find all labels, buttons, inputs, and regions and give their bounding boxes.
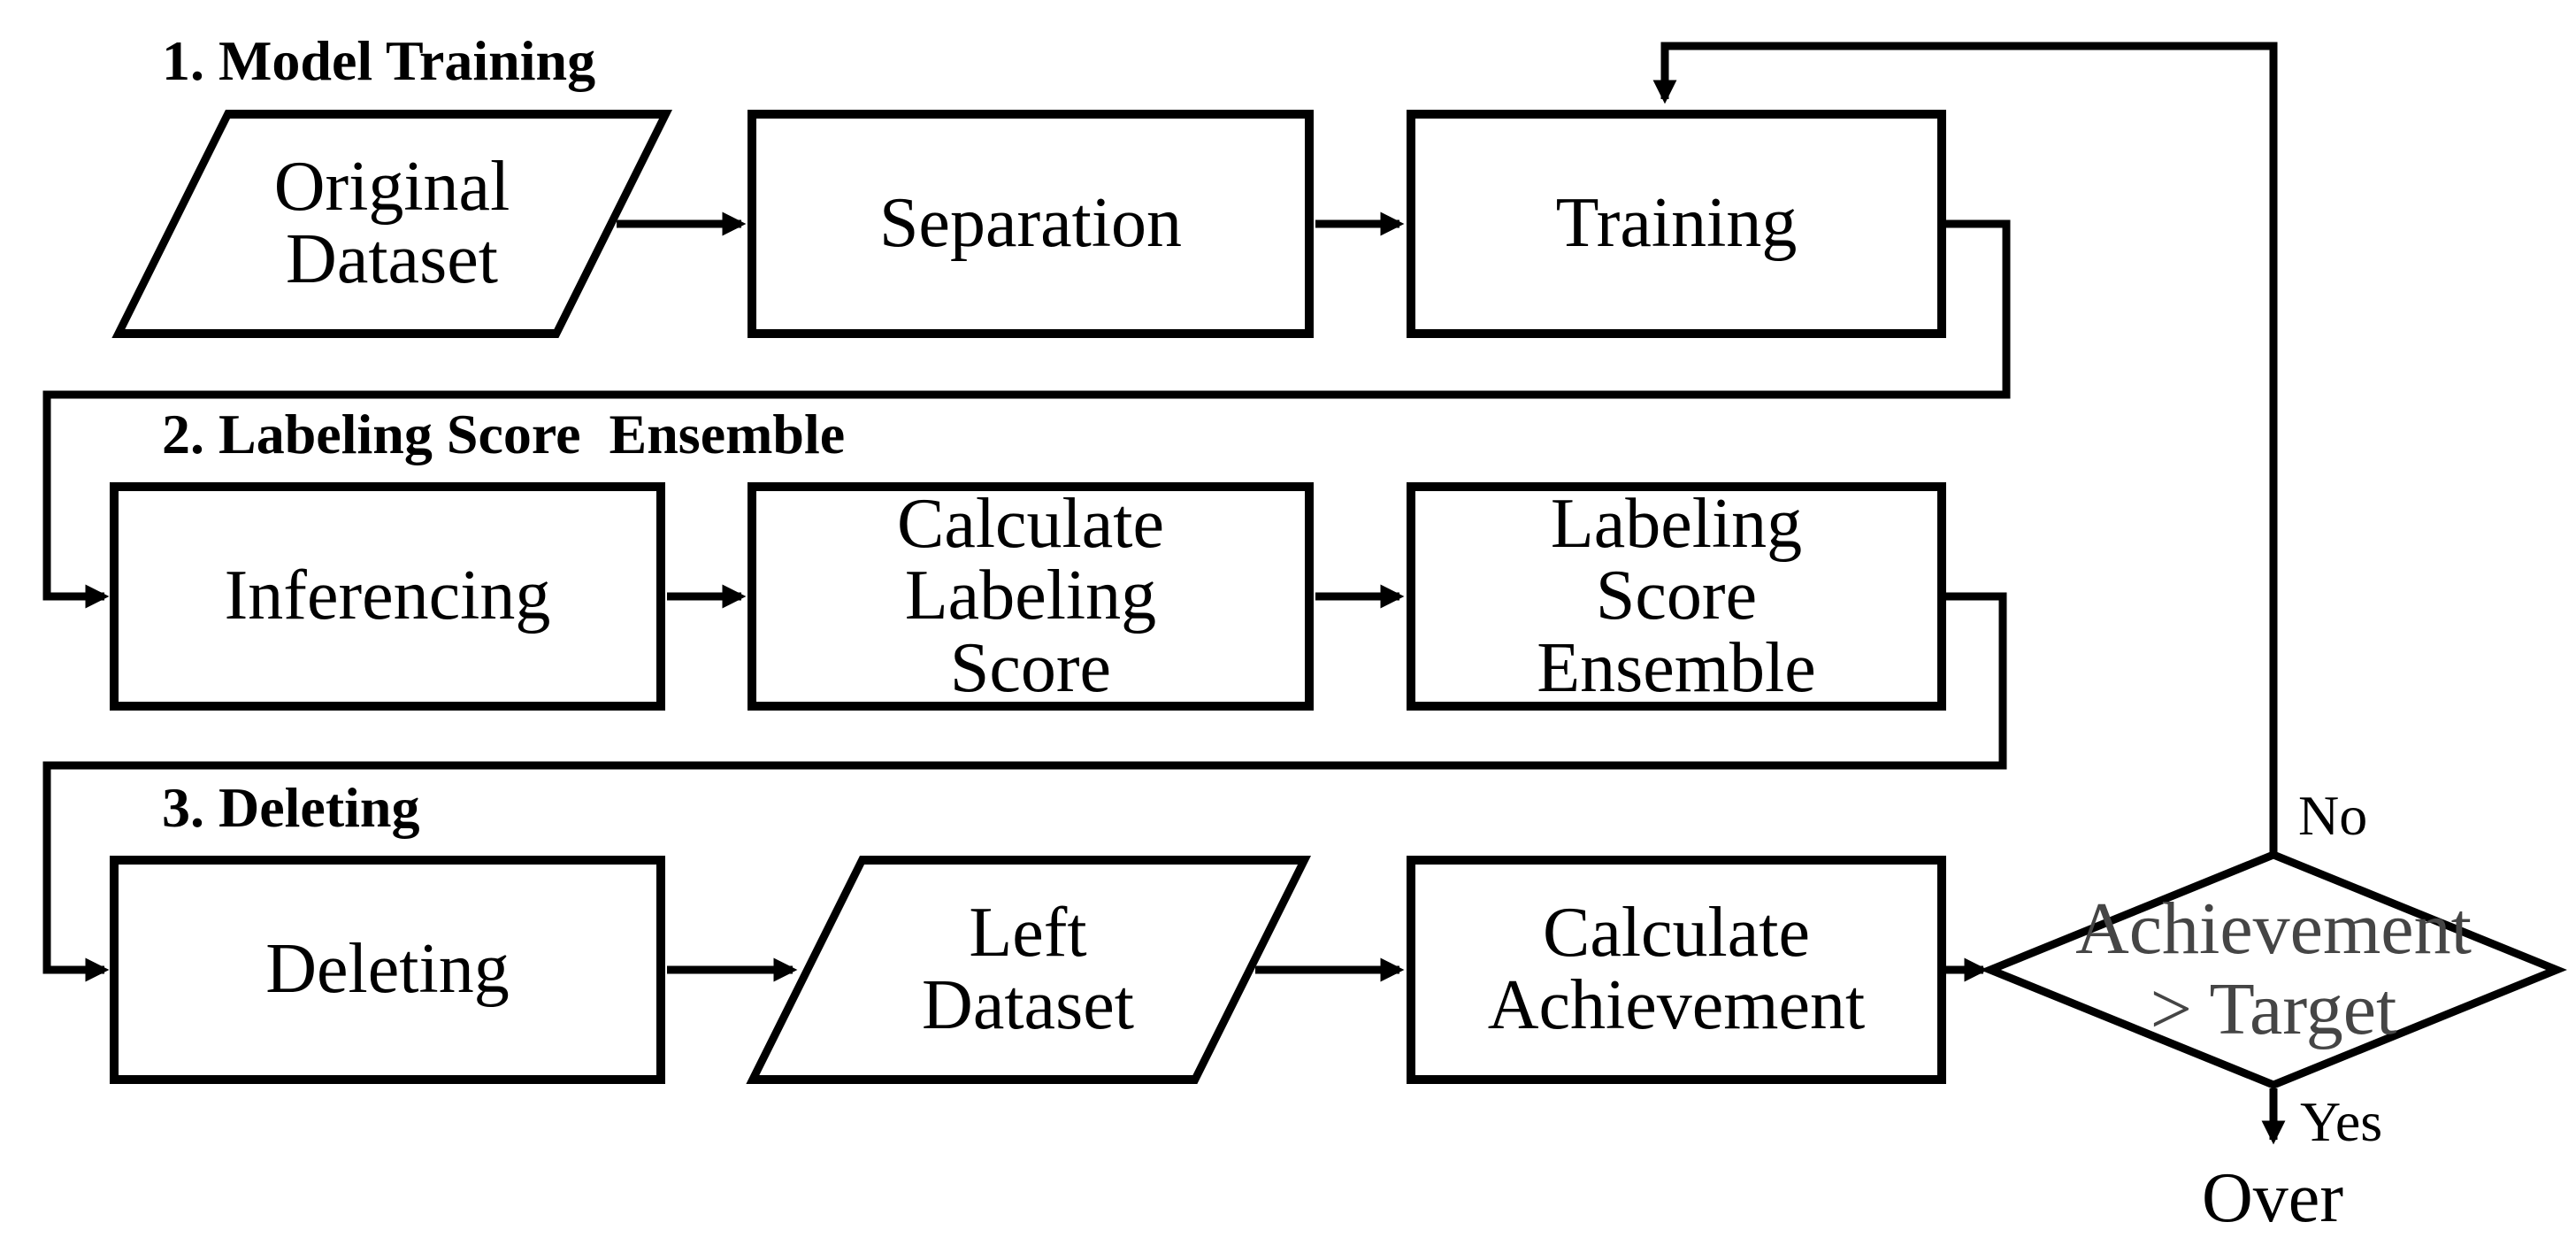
node-calculate-achievement: Calculate Achievement <box>1407 856 1946 1084</box>
edge-label-yes: Yes <box>2300 1090 2383 1153</box>
node-deleting-label: Deleting <box>265 930 510 1009</box>
node-training: Training <box>1407 110 1946 338</box>
node-deleting: Deleting <box>110 856 665 1084</box>
node-left-dataset-label: Left Dataset <box>922 894 1134 1044</box>
edge-training-to-inferencing <box>42 219 2011 609</box>
node-labeling-score-ensemble: Labeling Score Ensemble <box>1407 482 1946 711</box>
node-inferencing: Inferencing <box>110 482 665 711</box>
node-calculate-achievement-label: Calculate Achievement <box>1487 894 1866 1044</box>
node-decision-label: Achievement > Target <box>2075 888 2472 1050</box>
node-calculate-labeling-score: Calculate Labeling Score <box>748 482 1314 711</box>
section-2-header: 2. Labeling Score Ensemble <box>162 403 846 465</box>
end-label-over: Over <box>2202 1159 2343 1237</box>
node-calculate-labeling-score-label: Calculate Labeling Score <box>896 484 1165 707</box>
edge-ensemble-to-deleting <box>42 592 2007 982</box>
node-separation: Separation <box>748 110 1314 338</box>
section-1-header: 1. Model Training <box>162 29 596 92</box>
edge-label-no: No <box>2298 784 2368 847</box>
section-3-header: 3. Deleting <box>162 776 420 839</box>
node-inferencing-label: Inferencing <box>224 557 551 635</box>
node-labeling-score-ensemble-label: Labeling Score Ensemble <box>1537 484 1816 707</box>
node-separation-label: Separation <box>878 184 1183 263</box>
node-training-label: Training <box>1555 184 1798 263</box>
decision-diamond <box>1980 850 2567 1089</box>
node-original-dataset-label: Original Dataset <box>273 148 510 298</box>
edge-no-loop <box>1652 42 2278 857</box>
